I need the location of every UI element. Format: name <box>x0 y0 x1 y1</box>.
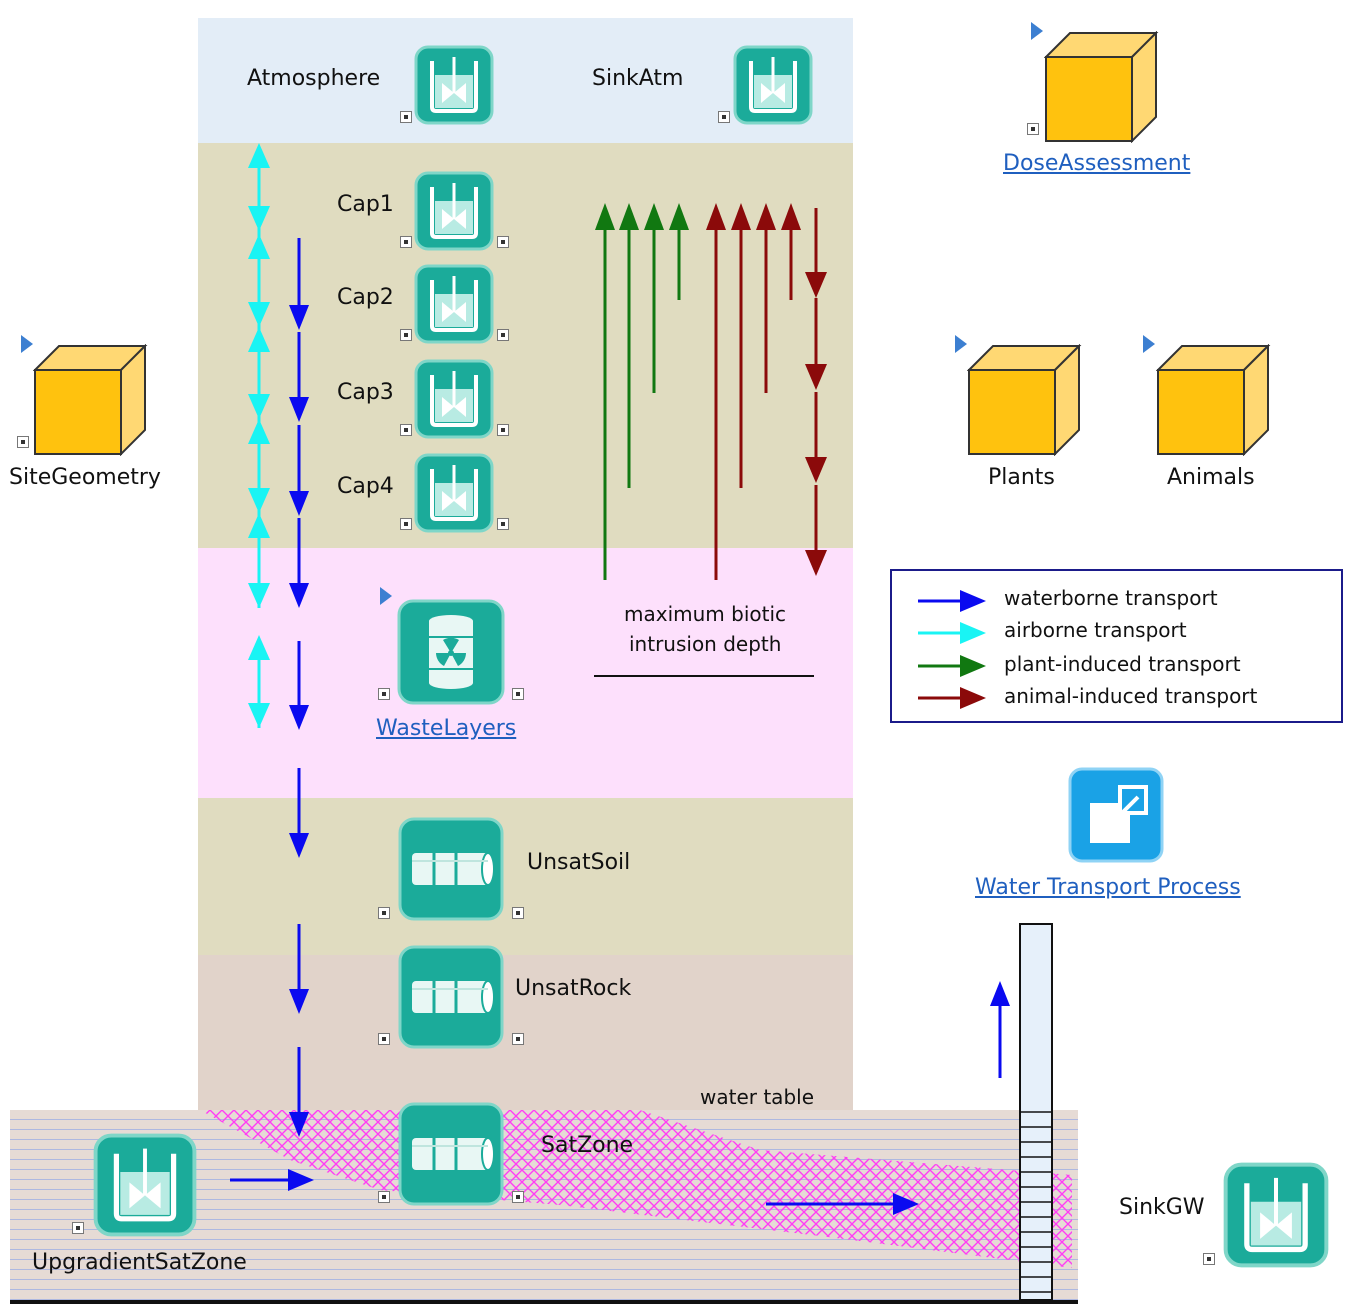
cap-band <box>198 143 853 548</box>
sat-zone-label: SatZone <box>541 1133 634 1158</box>
cap3-label: Cap3 <box>337 380 394 405</box>
unsat-rock-expand-right[interactable] <box>512 1033 524 1045</box>
waste-layers-container[interactable] <box>397 599 505 705</box>
animals-container[interactable] <box>1156 344 1272 456</box>
airborne-arrows <box>248 143 270 728</box>
radioactive-drum-icon <box>397 599 505 705</box>
waste-layers-expand-left[interactable] <box>378 688 390 700</box>
waste-layers-link[interactable]: WasteLayers <box>376 716 517 741</box>
mixing-tank-icon <box>414 359 494 439</box>
plants-expand-triangle[interactable] <box>955 335 967 353</box>
waterborne-arrows <box>230 238 1010 1215</box>
unsat-rock-label: UnsatRock <box>515 976 632 1001</box>
water-table-label: water table <box>700 1085 814 1109</box>
unsat-soil-expand-right[interactable] <box>512 907 524 919</box>
plants-label: Plants <box>988 465 1055 490</box>
unsat-rock-expand-left[interactable] <box>378 1033 390 1045</box>
upgradient-sat-zone-cell[interactable] <box>92 1133 198 1237</box>
water-transport-process-button[interactable] <box>1068 767 1164 863</box>
sink-atm-label: SinkAtm <box>592 66 684 91</box>
sink-gw-label: SinkGW <box>1119 1195 1205 1220</box>
sat-zone-pipe[interactable] <box>398 1102 504 1206</box>
cap4-expand-right[interactable] <box>497 518 509 530</box>
unsat-soil-label: UnsatSoil <box>527 850 631 875</box>
cap1-expand-right[interactable] <box>497 236 509 248</box>
dose-assessment-expand[interactable] <box>1027 123 1039 135</box>
cap2-cell[interactable] <box>414 264 494 344</box>
cap3-cell[interactable] <box>414 359 494 439</box>
plants-container[interactable] <box>967 344 1083 456</box>
dose-assessment-expand-triangle[interactable] <box>1031 22 1043 40</box>
legend-plant: plant-induced transport <box>1004 652 1241 676</box>
site-geometry-container[interactable] <box>33 344 149 456</box>
unsat-rock-pipe[interactable] <box>398 945 504 1049</box>
pipe-pathway-icon <box>398 945 504 1049</box>
unsat-soil-pipe[interactable] <box>398 817 504 921</box>
upgradient-sat-zone-label: UpgradientSatZone <box>32 1250 247 1275</box>
mixing-tank-icon <box>1223 1162 1329 1268</box>
cap2-expand-left[interactable] <box>400 329 412 341</box>
cap1-cell[interactable] <box>414 171 494 251</box>
dose-assessment-link[interactable]: DoseAssessment <box>1003 151 1191 176</box>
cap3-expand-left[interactable] <box>400 424 412 436</box>
unsat-soil-expand-left[interactable] <box>378 907 390 919</box>
pipe-pathway-icon <box>398 1102 504 1206</box>
sink-atm-cell[interactable] <box>733 45 813 125</box>
cap2-label: Cap2 <box>337 285 394 310</box>
water-transport-process-link[interactable]: Water Transport Process <box>975 875 1241 900</box>
external-link-icon <box>1068 767 1164 863</box>
cap4-cell[interactable] <box>414 453 494 533</box>
folder-box-icon <box>967 344 1082 456</box>
folder-box-icon <box>1156 344 1271 456</box>
plant-arrows <box>595 203 689 580</box>
atmosphere-expand[interactable] <box>400 111 412 123</box>
mixing-tank-icon <box>414 171 494 251</box>
sink-atm-expand[interactable] <box>718 111 730 123</box>
legend-waterborne: waterborne transport <box>1004 586 1218 610</box>
sink-gw-cell[interactable] <box>1222 1162 1330 1268</box>
cap3-expand-right[interactable] <box>497 424 509 436</box>
legend-arrows <box>918 590 986 709</box>
site-geometry-label: SiteGeometry <box>9 465 161 490</box>
animal-arrows <box>706 203 827 580</box>
site-geometry-expand[interactable] <box>17 436 29 448</box>
site-geometry-expand-triangle[interactable] <box>21 335 33 353</box>
mixing-tank-icon <box>414 45 494 125</box>
cap1-expand-left[interactable] <box>400 236 412 248</box>
unsat-soil-band <box>198 798 853 955</box>
contaminant-plume <box>200 1110 1072 1268</box>
atmosphere-cell[interactable] <box>414 45 494 125</box>
cap2-expand-right[interactable] <box>497 329 509 341</box>
sat-zone-expand-left[interactable] <box>378 1191 390 1203</box>
biotic-depth-line1: maximum biotic <box>624 602 787 626</box>
cap1-label: Cap1 <box>337 192 394 217</box>
folder-box-icon <box>33 344 148 456</box>
atmosphere-label: Atmosphere <box>247 66 381 91</box>
mixing-tank-icon <box>93 1133 197 1237</box>
cap4-expand-left[interactable] <box>400 518 412 530</box>
waste-layers-expand-right[interactable] <box>512 688 524 700</box>
sink-gw-expand[interactable] <box>1203 1253 1215 1265</box>
transport-legend: waterborne transport airborne transport … <box>890 569 1343 723</box>
legend-airborne: airborne transport <box>1004 618 1187 642</box>
animals-expand-triangle[interactable] <box>1143 335 1155 353</box>
pumping-well <box>1019 923 1053 1301</box>
animals-label: Animals <box>1167 465 1255 490</box>
ground-line <box>10 1300 1078 1304</box>
waste-layers-expand-triangle[interactable] <box>380 587 392 605</box>
dose-assessment-container[interactable] <box>1044 31 1160 143</box>
sat-zone-expand-right[interactable] <box>512 1191 524 1203</box>
mixing-tank-icon <box>733 45 813 125</box>
pipe-pathway-icon <box>398 817 504 921</box>
folder-box-icon <box>1044 31 1159 143</box>
biotic-depth-line2: intrusion depth <box>629 632 782 656</box>
mixing-tank-icon <box>414 453 494 533</box>
cap4-label: Cap4 <box>337 474 394 499</box>
legend-animal: animal-induced transport <box>1004 684 1258 708</box>
unsat-rock-band <box>198 955 853 1110</box>
mixing-tank-icon <box>414 264 494 344</box>
upgradient-sat-zone-expand[interactable] <box>72 1222 84 1234</box>
waste-band <box>198 548 853 798</box>
